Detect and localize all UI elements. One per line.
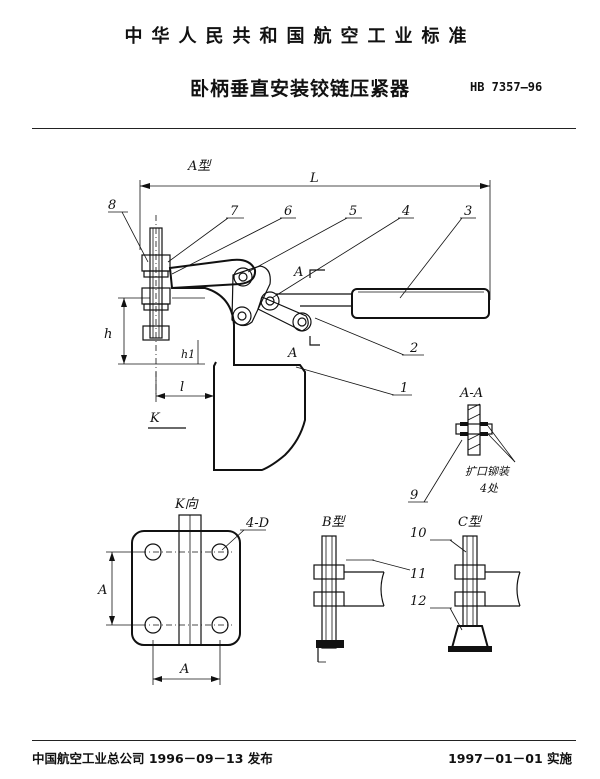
section-title: A-A — [459, 386, 483, 401]
pivot-pins — [232, 267, 312, 332]
clamp-arm — [168, 258, 257, 290]
section-a-a: A-A 扩口铆装 4处 9 — [408, 386, 516, 503]
part-1: 1 — [400, 381, 408, 396]
handle — [276, 288, 490, 319]
part-5: 5 — [349, 204, 357, 219]
k-view-base-plate: K向 4-D A A — [97, 497, 270, 685]
view-b: B型 11 — [313, 515, 427, 663]
dimension-h: h h1 — [104, 297, 205, 365]
dim-L-text: L — [309, 171, 319, 186]
dim-h-text: h — [104, 327, 112, 342]
dim-A-horizontal: A — [179, 662, 189, 677]
section-mark-bottom: A — [287, 346, 297, 361]
view-c-label: C型 — [458, 515, 483, 530]
part-6: 6 — [284, 204, 292, 219]
k-label: K — [149, 411, 161, 426]
view-c: C型 10 12 — [410, 515, 521, 652]
standard-number: HB 7357—96 — [470, 80, 543, 94]
k-view-label: K向 — [174, 497, 199, 512]
hole-label: 4-D — [245, 516, 270, 531]
clamp-spindle — [141, 215, 171, 395]
effective-date: 1997－01－01 实施 — [448, 751, 572, 766]
base-bracket — [172, 287, 306, 471]
link-plate — [231, 265, 271, 327]
dim-l-text: l — [180, 380, 184, 395]
part-4: 4 — [401, 204, 410, 219]
part-8: 8 — [108, 198, 116, 213]
footer-rule — [32, 740, 576, 741]
part-9: 9 — [410, 488, 418, 503]
section-note-1: 扩口铆装 — [465, 465, 511, 478]
document-title: 卧柄垂直安装铰链压紧器 — [189, 78, 410, 100]
view-a-label: A型 — [187, 159, 212, 174]
connecting-link — [257, 296, 309, 332]
dimension-L: L — [139, 171, 491, 300]
part-10: 10 — [410, 526, 427, 541]
view-b-label: B型 — [321, 515, 347, 530]
k-view-mark: K — [148, 411, 186, 429]
part-7: 7 — [230, 204, 239, 219]
part-2: 2 — [409, 341, 418, 356]
dimension-l: l — [155, 372, 215, 402]
part-3: 3 — [464, 204, 472, 219]
standard-organization: 中华人民共和国航空工业标准 — [124, 26, 476, 47]
issue-date: 中国航空工业总公司 1996－09－13 发布 — [32, 751, 273, 766]
dim-h1-text: h1 — [181, 348, 195, 361]
part-12: 12 — [410, 594, 427, 609]
section-note-2: 4处 — [479, 482, 499, 495]
header-rule — [32, 128, 576, 129]
section-mark-top: A — [293, 265, 303, 280]
part-callouts: 8 7 6 5 4 3 2 1 — [108, 198, 476, 396]
part-11: 11 — [410, 567, 427, 582]
dim-A-vertical: A — [97, 583, 107, 598]
section-mark: A A — [287, 265, 325, 361]
